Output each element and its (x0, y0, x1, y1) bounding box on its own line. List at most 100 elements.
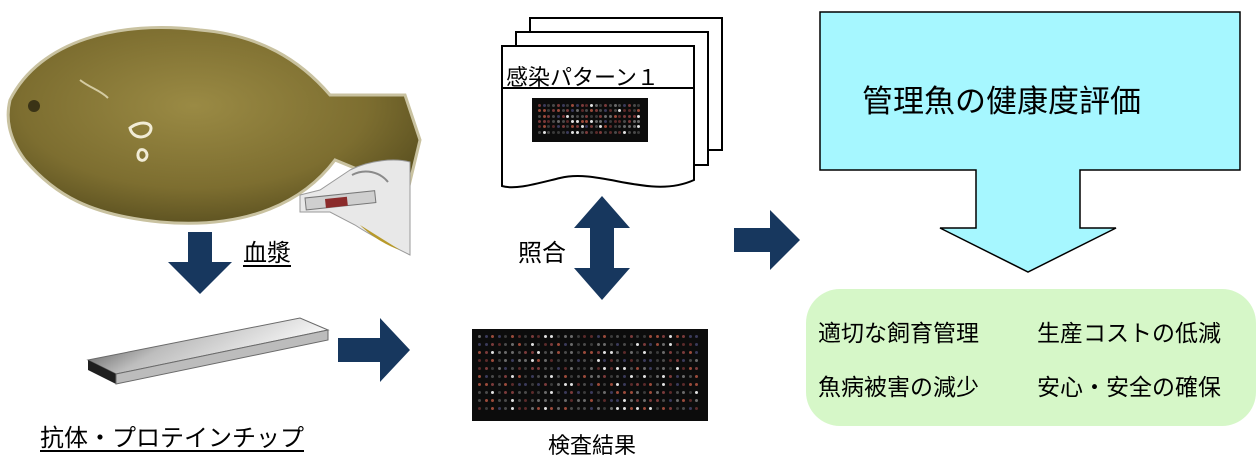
array-spot (682, 375, 686, 378)
array-spot (695, 367, 699, 370)
array-spot (563, 351, 567, 354)
array-spot (622, 351, 626, 354)
array-spot (504, 383, 508, 386)
array-spot (557, 351, 561, 354)
array-spot (682, 359, 686, 362)
array-spot (550, 343, 554, 346)
array-spot (484, 391, 488, 394)
array-spot (695, 343, 699, 346)
array-spot (603, 367, 607, 370)
array-spot (570, 343, 574, 346)
array-spot (603, 375, 607, 378)
array-spot (552, 114, 556, 118)
array-spot (637, 125, 641, 129)
array-spot (688, 399, 692, 402)
array-spot (632, 104, 636, 107)
array-spot (632, 125, 636, 129)
array-spot (571, 130, 575, 134)
array-spot (484, 359, 488, 362)
array-spot (662, 383, 666, 386)
array-spot (583, 335, 587, 338)
array-spot (583, 375, 587, 378)
array-spot (618, 114, 622, 118)
array-spot (608, 109, 612, 113)
array-spot (604, 104, 608, 107)
array-spot (504, 399, 508, 402)
array-spot (662, 367, 666, 370)
array-spot (616, 335, 620, 338)
array-spot (585, 104, 589, 107)
array-spot (596, 391, 600, 394)
array-spot (497, 399, 501, 402)
array-spot (570, 351, 574, 354)
array-spot (583, 383, 587, 386)
array-spot (629, 335, 633, 338)
array-spot (510, 407, 514, 410)
array-spot (543, 343, 547, 346)
array-spot (642, 367, 646, 370)
array-spot (636, 351, 640, 354)
array-spot (608, 104, 612, 107)
array-spot (563, 343, 567, 346)
array-spot (608, 120, 612, 123)
array-spot (596, 399, 600, 402)
array-spot (566, 104, 570, 107)
array-spot (585, 130, 589, 134)
array-spot (497, 343, 501, 346)
array-spot (695, 375, 699, 378)
array-spot (576, 367, 580, 370)
array-spot (576, 391, 580, 394)
array-spot (613, 104, 617, 107)
array-spot (596, 335, 600, 338)
array-spot (497, 351, 501, 354)
array-spot (570, 335, 574, 338)
array-spot (632, 120, 636, 123)
array-spot (688, 367, 692, 370)
array-spot (594, 125, 598, 129)
array-spot (550, 359, 554, 362)
array-spot (695, 399, 699, 402)
array-spot (542, 130, 546, 134)
array-spot (603, 399, 607, 402)
array-spot (524, 359, 528, 362)
array-spot (576, 399, 580, 402)
array-spot (603, 383, 607, 386)
array-spot (627, 114, 631, 118)
array-spot (543, 351, 547, 354)
array-spot (478, 375, 481, 378)
array-spot (583, 351, 587, 354)
array-spot (622, 391, 626, 394)
array-spot (603, 407, 607, 410)
array-spot (623, 114, 627, 118)
array-spot (636, 335, 640, 338)
array-spot (632, 130, 636, 134)
array-spot (669, 343, 673, 346)
array-spot (570, 367, 574, 370)
array-spot (557, 375, 561, 378)
array-spot (627, 130, 631, 134)
array-spot (583, 343, 587, 346)
array-spot (478, 335, 481, 338)
array-spot (688, 343, 692, 346)
array-spot (618, 130, 622, 134)
array-spot (571, 120, 575, 123)
array-spot (622, 375, 626, 378)
array-spot (585, 125, 589, 129)
array-spot (675, 351, 679, 354)
array-spot (662, 391, 666, 394)
array-spot (530, 383, 534, 386)
array-spot (478, 367, 481, 370)
array-spot (497, 375, 501, 378)
array-spot (599, 130, 603, 134)
array-spot (491, 367, 495, 370)
array-spot (576, 407, 580, 410)
array-spot (655, 407, 659, 410)
array-spot (682, 407, 686, 410)
array-spot (688, 391, 692, 394)
array-spot (675, 359, 679, 362)
array-spot (491, 343, 495, 346)
array-spot (491, 359, 495, 362)
